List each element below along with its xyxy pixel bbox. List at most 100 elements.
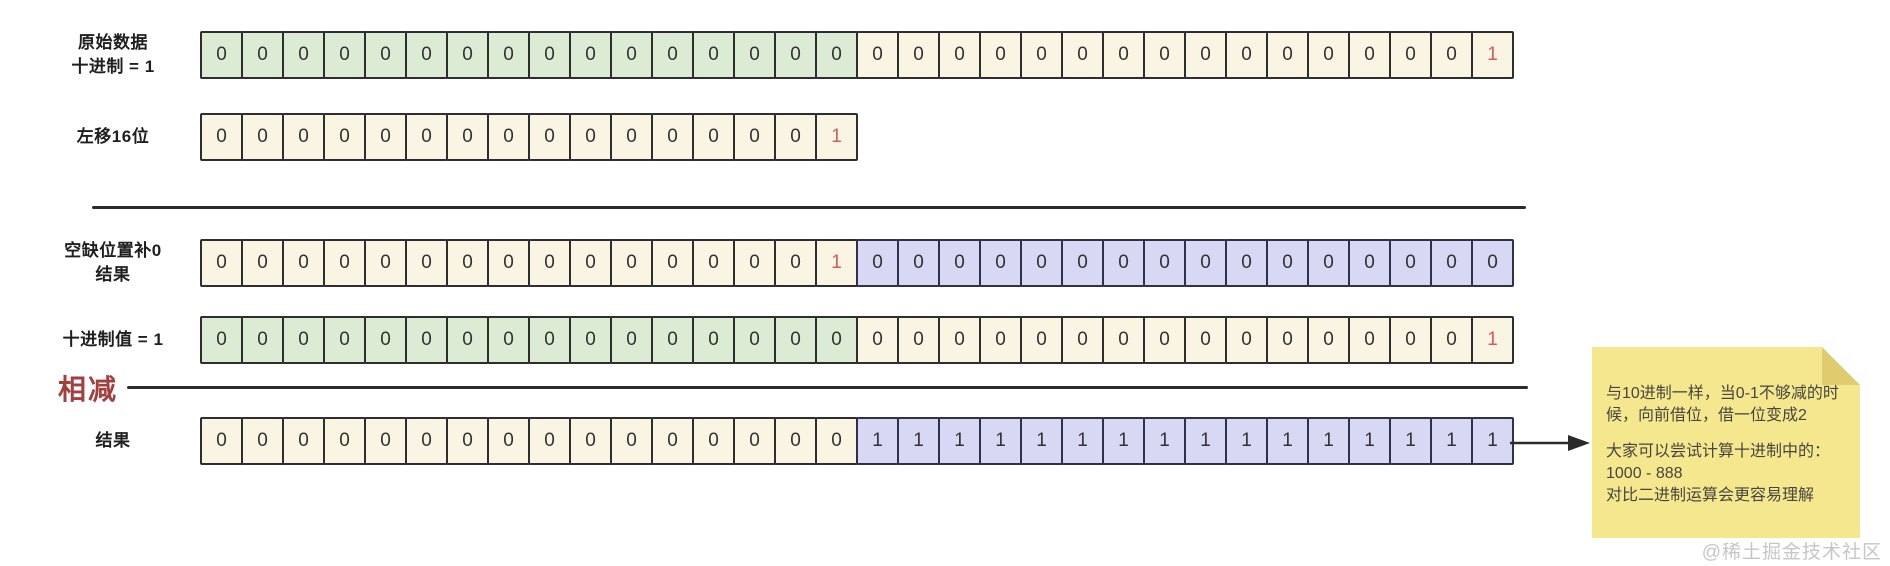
bit-cell: 0 <box>405 316 448 364</box>
note-line-4: 对比二进制运算会更容易理解 <box>1606 487 1815 505</box>
bit-cell: 0 <box>1225 31 1268 79</box>
subtract-label: 相减 <box>58 374 119 405</box>
bit-cell: 0 <box>569 316 612 364</box>
bit-cell: 0 <box>1102 239 1145 287</box>
bit-cell: 1 <box>1471 417 1514 465</box>
bit-cell: 0 <box>815 31 858 79</box>
sticky-note: 与10进制一样，当0-1不够减的时候，向前借位，借一位变成2 大家可以尝试计算十… <box>1592 347 1860 538</box>
bit-cell: 0 <box>651 417 694 465</box>
bit-cell: 0 <box>241 239 284 287</box>
bit-cell: 0 <box>446 239 489 287</box>
bit-cell: 0 <box>569 239 612 287</box>
bit-cell: 0 <box>405 239 448 287</box>
bit-cell: 0 <box>651 239 694 287</box>
bit-cell: 0 <box>364 417 407 465</box>
bit-cell: 1 <box>1102 417 1145 465</box>
bit-cell: 1 <box>1061 417 1104 465</box>
bit-cell: 0 <box>241 316 284 364</box>
bit-cell: 0 <box>979 31 1022 79</box>
bit-cell: 0 <box>1266 239 1309 287</box>
bit-cell: 0 <box>528 316 571 364</box>
bit-cell: 0 <box>1143 31 1186 79</box>
bit-cell: 1 <box>815 239 858 287</box>
bit-cell: 0 <box>487 316 530 364</box>
bit-cell: 0 <box>405 417 448 465</box>
bit-cell: 0 <box>938 31 981 79</box>
bit-cell: 0 <box>610 239 653 287</box>
bit-cell: 0 <box>323 31 366 79</box>
bit-cell: 0 <box>569 113 612 161</box>
bit-cell: 0 <box>733 113 776 161</box>
bit-cell: 0 <box>610 31 653 79</box>
bit-cell: 0 <box>938 316 981 364</box>
bit-cell: 0 <box>282 113 325 161</box>
bit-cell: 0 <box>1225 316 1268 364</box>
bit-cell: 0 <box>774 31 817 79</box>
subtract-line <box>127 386 1528 389</box>
bit-cell: 0 <box>487 239 530 287</box>
bit-cell: 0 <box>569 417 612 465</box>
bit-cell: 0 <box>1061 31 1104 79</box>
bit-cell: 0 <box>1430 31 1473 79</box>
bit-cell: 0 <box>282 316 325 364</box>
note-paragraph-1: 与10进制一样，当0-1不够减的时候，向前借位，借一位变成2 <box>1606 385 1839 425</box>
bit-cell: 0 <box>528 31 571 79</box>
bit-cell: 0 <box>1307 239 1350 287</box>
bit-cell: 0 <box>200 113 243 161</box>
row-label-line: 结果 <box>95 431 131 451</box>
row-label-shift-left-16: 左移16位 <box>38 113 188 161</box>
watermark: @稀土掘金技术社区 <box>1701 542 1882 563</box>
bit-cell: 0 <box>1471 239 1514 287</box>
bit-cell: 0 <box>979 239 1022 287</box>
bit-cell: 1 <box>897 417 940 465</box>
bit-cell: 0 <box>1102 316 1145 364</box>
bit-cell: 0 <box>1184 31 1227 79</box>
bit-cell: 0 <box>1184 316 1227 364</box>
bit-cell: 0 <box>938 239 981 287</box>
row-label-line: 原始数据 <box>78 33 148 53</box>
bit-cell: 0 <box>1389 239 1432 287</box>
bit-cell: 0 <box>1266 31 1309 79</box>
bit-cell: 1 <box>1430 417 1473 465</box>
bit-cell: 0 <box>774 316 817 364</box>
bit-cell: 0 <box>1430 316 1473 364</box>
bit-cell: 0 <box>323 113 366 161</box>
bit-cell: 0 <box>1348 31 1391 79</box>
row-label-decimal-value: 十进制值 = 1 <box>38 316 188 364</box>
bit-cell: 0 <box>610 316 653 364</box>
bit-cell: 0 <box>364 239 407 287</box>
bit-cell: 0 <box>815 316 858 364</box>
bit-cell: 0 <box>897 316 940 364</box>
bit-cell: 0 <box>856 31 899 79</box>
bit-cell: 0 <box>569 31 612 79</box>
row-label-line: 十进制值 = 1 <box>62 330 164 350</box>
bit-cell: 0 <box>692 417 735 465</box>
row-label-line: 空缺位置补0 <box>64 241 162 261</box>
bit-cell: 0 <box>446 31 489 79</box>
bit-cell: 0 <box>1020 239 1063 287</box>
bit-cell: 0 <box>282 417 325 465</box>
bit-cell: 1 <box>1348 417 1391 465</box>
bit-cell: 0 <box>692 31 735 79</box>
bit-cell: 0 <box>1061 316 1104 364</box>
bit-cell: 1 <box>979 417 1022 465</box>
bit-cell: 0 <box>282 239 325 287</box>
bit-cell: 1 <box>1143 417 1186 465</box>
bit-cell: 0 <box>774 417 817 465</box>
bit-cell: 0 <box>487 113 530 161</box>
row-label-line: 十进制 = 1 <box>71 57 155 76</box>
row-label-original-data: 原始数据十进制 = 1 <box>38 31 188 79</box>
bit-cell: 0 <box>1307 31 1350 79</box>
note-line-3: 1000 - 888 <box>1606 465 1683 483</box>
bit-cell: 0 <box>610 417 653 465</box>
bit-cell: 0 <box>692 113 735 161</box>
bit-cell: 0 <box>1266 316 1309 364</box>
bit-cell: 0 <box>1184 239 1227 287</box>
bit-cell: 0 <box>200 417 243 465</box>
bit-cell: 0 <box>733 31 776 79</box>
bit-cell: 0 <box>651 113 694 161</box>
